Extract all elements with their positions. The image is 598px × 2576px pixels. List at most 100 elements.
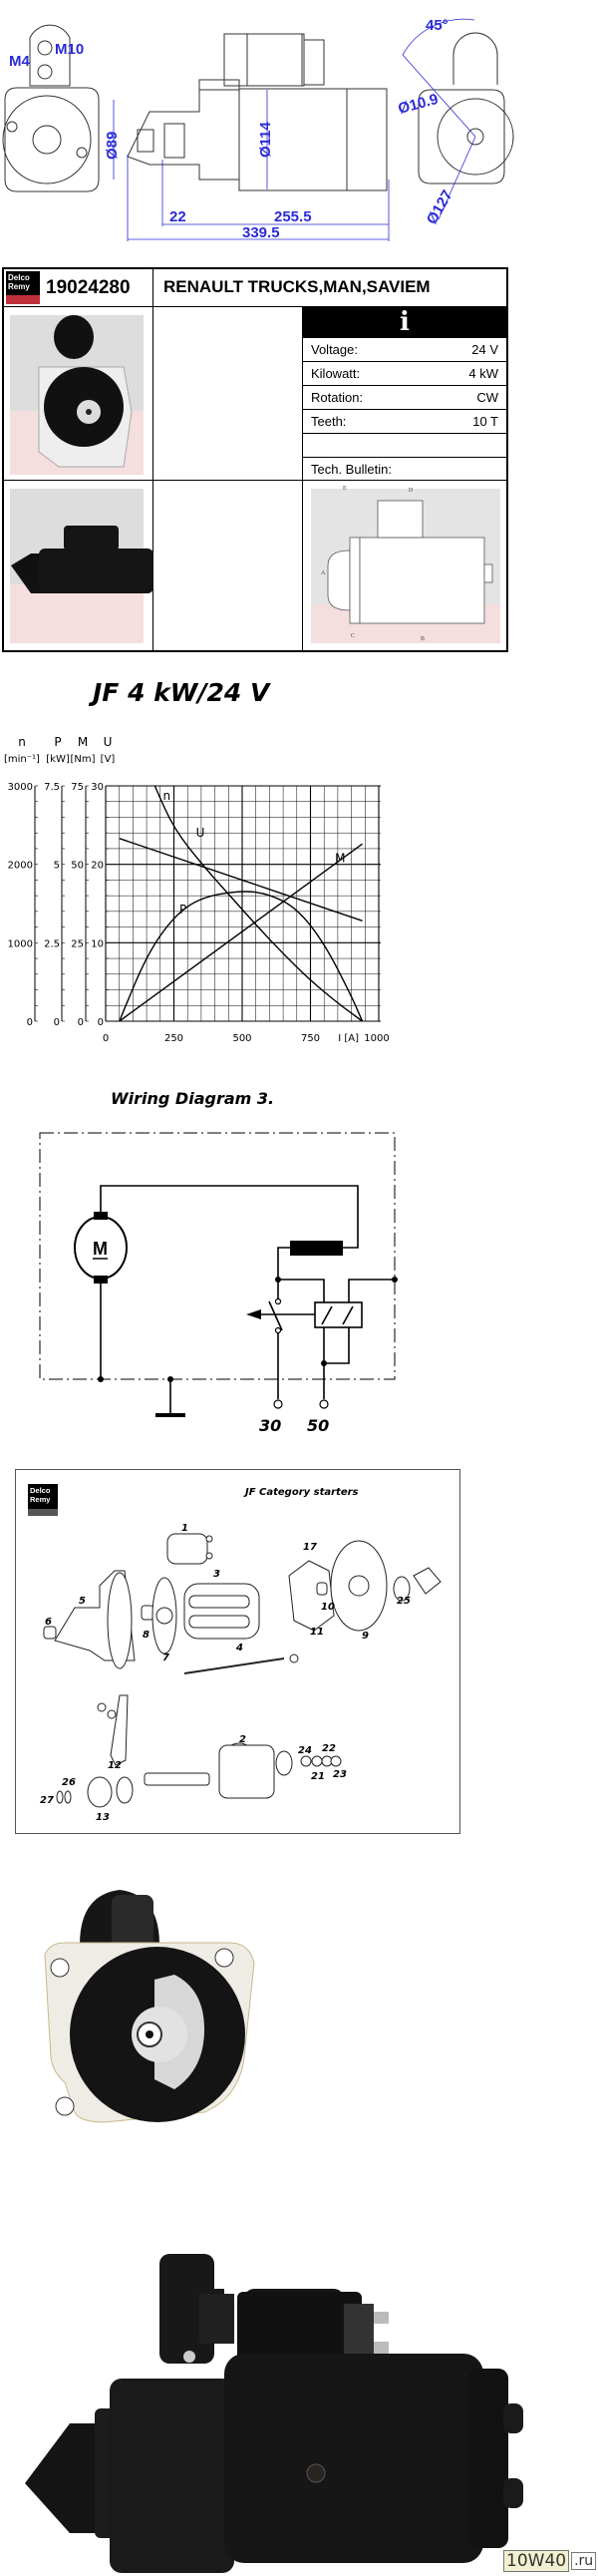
exploded-title: JF Category starters — [245, 1487, 359, 1498]
diameter-114-label: Ø114 — [257, 121, 274, 158]
delco-remy-logo: Delco Remy — [28, 1484, 58, 1516]
spec-tech-bulletin[interactable]: Tech. Bulletin: — [303, 458, 506, 481]
exploded-view-drawing: 1 2 3 4 5 6 7 8 9 10 11 12 13 17 21 22 2… — [40, 1523, 442, 1823]
part-label: 13 — [96, 1812, 110, 1823]
y-tick-label: 0 — [98, 1017, 104, 1028]
dim-b: B — [421, 636, 425, 642]
diameter-89-label: Ø89 — [104, 132, 121, 160]
terminal-50-label: 50 — [307, 1416, 329, 1435]
part-label: 10 — [321, 1602, 335, 1613]
motor-label: M — [93, 1239, 108, 1259]
y-tick-label: 7.5 — [44, 782, 60, 793]
thread-m10-label: M10 — [55, 41, 84, 58]
starter-front-photo — [38, 315, 133, 468]
delco-remy-logo: Delco Remy — [6, 271, 40, 304]
series-label-M: M — [335, 851, 345, 865]
info-icon: i — [303, 307, 506, 338]
spec-blank — [303, 434, 506, 458]
series-line-U — [119, 838, 363, 921]
axis-unit-M: [Nm] — [70, 754, 95, 765]
plunger-arrow — [246, 1309, 261, 1319]
dim-c: C — [351, 633, 355, 639]
dim-d: D — [409, 488, 414, 494]
series-label-U: U — [196, 826, 205, 840]
starter-side-photo-large — [25, 2254, 523, 2573]
y-tick-label: 0 — [78, 1017, 84, 1028]
motor-symbol: M — [74, 1212, 128, 1284]
y-tick-label: 20 — [91, 861, 104, 872]
part-number: 19024280 — [46, 277, 131, 298]
part-label: 17 — [303, 1542, 317, 1553]
part-label: 7 — [162, 1653, 169, 1663]
y-tick-label: 0 — [27, 1017, 33, 1028]
part-label: 21 — [311, 1771, 325, 1782]
part-label: 24 — [298, 1745, 312, 1756]
axis-unit-U: [V] — [101, 754, 116, 765]
y-tick-label: 0 — [54, 1017, 60, 1028]
series-label-n: n — [163, 789, 171, 803]
y-tick-label: 50 — [71, 861, 84, 872]
watermark-10w40: 10W40 .ru — [503, 2550, 597, 2572]
diameter-127-label: Ø127 — [424, 187, 456, 227]
series-line-n — [153, 785, 363, 1022]
y-tick-label: 2.5 — [44, 938, 60, 949]
part-label: 26 — [62, 1777, 76, 1788]
dim-a: A — [321, 570, 326, 576]
series-label-P: P — [179, 903, 186, 917]
spec-voltage: Voltage:24 V — [303, 338, 506, 362]
wiring-title: Wiring Diagram 3. — [111, 1089, 275, 1108]
starter-side-photo-thumb — [11, 526, 153, 593]
watermark-main: 10W40 — [503, 2550, 570, 2572]
x-tick-label: 1000 — [364, 1033, 389, 1044]
y-tick-label: 3000 — [8, 782, 33, 793]
length-255-label: 255.5 — [274, 208, 312, 225]
front-photo-cell — [4, 307, 153, 481]
x-tick-label: 750 — [301, 1033, 320, 1044]
length-22-label: 22 — [169, 208, 186, 225]
x-tick-label: 250 — [164, 1033, 183, 1044]
resistor — [290, 1241, 343, 1256]
side-photo-cell — [4, 481, 153, 652]
x-tick-label: 0 — [103, 1033, 109, 1044]
angle-45-label: 45° — [426, 17, 448, 34]
exploded-view-frame: Delco Remy JF Category starters — [15, 1469, 460, 1834]
tech-drawing: A B C D E — [321, 486, 493, 642]
part-label: 23 — [333, 1769, 347, 1780]
axis-symbol-P: P — [54, 735, 61, 749]
part-label: 1 — [181, 1523, 188, 1534]
empty-cell — [153, 481, 303, 652]
axis-symbol-M: M — [78, 735, 88, 749]
part-label: 27 — [40, 1795, 54, 1806]
axis-symbol-U: U — [104, 735, 113, 749]
part-label: 5 — [79, 1596, 86, 1607]
tech-drawing-cell: A B C D E — [303, 481, 506, 652]
y-tick-label: 30 — [91, 782, 104, 793]
terminal-30-label: 30 — [259, 1416, 281, 1435]
performance-chart: 0100020003000n[min⁻¹]02.557.5P[kW]025507… — [4, 735, 390, 1044]
axis-unit-P: [kW] — [46, 754, 70, 765]
housing-boundary — [39, 1132, 396, 1380]
x-tick-label: 500 — [232, 1033, 251, 1044]
part-label: 12 — [108, 1760, 122, 1771]
applications-cell: RENAULT TRUCKS,MAN,SAVIEM — [153, 269, 506, 307]
header-part-cell: Delco Remy 19024280 — [4, 269, 153, 307]
series-line-P — [119, 891, 364, 1022]
y-tick-label: 75 — [71, 782, 84, 793]
product-table: Delco Remy 19024280 RENAULT TRUCKS,MAN,S… — [2, 267, 508, 652]
dimension-drawing: M10 M4 Ø89 Ø114 22 255.5 339.5 45° Ø10.9… — [2, 17, 514, 241]
y-tick-label: 25 — [71, 938, 84, 949]
applications: RENAULT TRUCKS,MAN,SAVIEM — [163, 277, 431, 296]
part-label: 4 — [235, 1643, 243, 1654]
part-label: 11 — [310, 1627, 324, 1638]
length-339-label: 339.5 — [242, 224, 280, 241]
wiring-diagram: M 30 50 — [39, 1132, 398, 1435]
y-tick-label: 10 — [91, 938, 104, 949]
spec-kilowatt: Kilowatt:4 kW — [303, 362, 506, 386]
watermark-domain: .ru — [571, 2552, 597, 2570]
chart-title: JF 4 kW/24 V — [93, 678, 270, 707]
spec-rotation: Rotation:CW — [303, 386, 506, 410]
dim-e: E — [343, 486, 347, 492]
spec-teeth: Teeth:10 T — [303, 410, 506, 434]
y-tick-label: 1000 — [8, 938, 33, 949]
y-tick-label: 2000 — [8, 861, 33, 872]
